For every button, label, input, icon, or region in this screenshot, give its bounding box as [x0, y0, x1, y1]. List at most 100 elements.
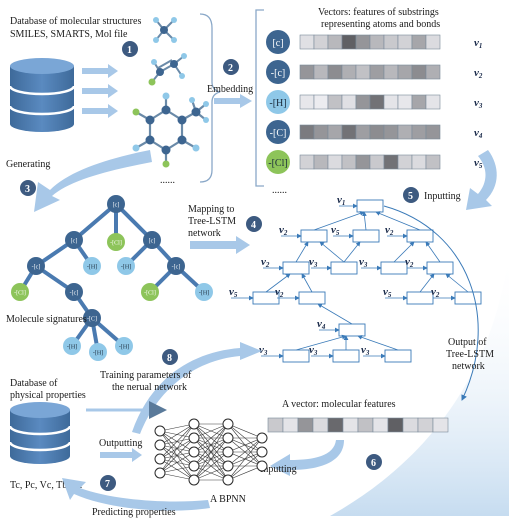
lstm-link — [343, 241, 361, 263]
bpnn-neuron — [188, 460, 200, 472]
vectors-ellipsis: ...... — [272, 185, 287, 196]
step-4-label: 4 — [251, 220, 256, 231]
bpnn-neuron — [222, 460, 234, 472]
bpnn-network — [154, 418, 268, 486]
bpnn-neuron — [256, 446, 268, 458]
lstm-link — [317, 303, 353, 325]
bpnn-neuron — [188, 474, 200, 486]
signature-node-label: -[Cl] — [14, 291, 26, 297]
outputting-arrow — [100, 448, 142, 462]
substring-row: -[H]v3 — [266, 90, 483, 114]
signature-node-label: -[H] — [87, 265, 97, 271]
bpnn-neuron — [256, 432, 268, 444]
molecules-ellipsis: ...... — [160, 175, 175, 186]
signature-node: -[H] — [115, 337, 133, 355]
feature-cell — [342, 417, 359, 433]
lstm-link — [357, 335, 399, 351]
bpnn-neuron — [222, 432, 234, 444]
signature-node-label: -[Cl] — [144, 291, 156, 297]
vector-cell — [425, 124, 441, 140]
molecule-benzene — [132, 92, 209, 168]
lstm-input-label: v5 — [331, 224, 340, 237]
vector-cell — [299, 34, 315, 50]
vector-cell — [355, 94, 371, 110]
vector-cell — [299, 64, 315, 80]
bpnn-neuron — [222, 446, 234, 458]
lstm-link — [393, 241, 415, 263]
lstm-link — [301, 273, 313, 293]
signature-node-label: -[c] — [172, 265, 181, 271]
inputting-top-label: Inputting — [424, 191, 461, 202]
lstm-link — [419, 273, 435, 293]
vector-cell — [397, 94, 413, 110]
step-badge-4 — [246, 216, 262, 232]
database-icon-properties — [8, 402, 72, 464]
vector-cell — [327, 154, 343, 170]
lstm-cell — [454, 291, 482, 305]
step-badge-5 — [403, 187, 419, 203]
substring-row: -[Cl] v5 — [266, 150, 483, 174]
bpnn-edge — [159, 451, 195, 474]
vector-cell — [369, 154, 385, 170]
vectors-title-2: representing atoms and bonds — [321, 19, 440, 30]
lstm-input-label: v2 — [275, 286, 284, 299]
vector-cell — [369, 124, 385, 140]
substring-vector-list: [c]v1-[c]v2-[H]v3-[C]v4-[Cl]v5 — [266, 30, 483, 174]
feature-cell — [417, 417, 434, 433]
substring-node — [266, 30, 290, 54]
vector-cell — [369, 94, 385, 110]
vector-cell — [299, 154, 315, 170]
molecule-signature-tree: [c][c]-[Cl][c]-[c]-[H]-[H]-[c]-[Cl]-[c]-… — [11, 195, 213, 361]
lstm-link — [362, 211, 367, 231]
vector-cell — [411, 64, 427, 80]
bpnn-edge — [159, 472, 195, 481]
lstm-input-label: v3 — [309, 256, 318, 269]
feature-cell — [267, 417, 284, 433]
lstm-input-label: v2 — [385, 224, 394, 237]
lstm-link — [295, 241, 309, 263]
vector-cell — [355, 64, 371, 80]
lstm-cell — [384, 349, 412, 363]
bpnn-neuron — [154, 425, 166, 437]
lstm-link — [313, 211, 365, 231]
bpnn-edge — [193, 423, 229, 467]
vector-label: v5 — [474, 157, 483, 170]
substring-label: -[c] — [271, 68, 285, 79]
signature-node-label: -[c] — [70, 291, 79, 297]
bpnn-neuron — [154, 467, 166, 479]
bpnn-edge — [193, 437, 229, 481]
bpnn-edge — [227, 423, 263, 439]
bpnn-edge — [159, 423, 195, 460]
mapping-label-3: network — [188, 228, 221, 239]
vector-cell — [341, 124, 357, 140]
molecule-signatures-label: Molecule signatures — [6, 314, 87, 325]
signature-node-label: -[C] — [87, 317, 97, 323]
lstm-output-label-3: network — [452, 361, 485, 372]
bpnn-edge — [159, 423, 195, 432]
vector-cell — [383, 94, 399, 110]
vector-cell — [411, 154, 427, 170]
feature-cell — [387, 417, 404, 433]
lstm-cell — [356, 199, 384, 213]
vector-label: v3 — [474, 97, 483, 110]
db-props-title-1: Database of — [10, 378, 58, 389]
signature-node: -[H] — [117, 257, 135, 275]
mapping-arrow — [190, 236, 250, 254]
lstm-input-label: v3 — [259, 344, 268, 357]
signature-node-label: -[H] — [121, 265, 131, 271]
bpnn-neuron — [256, 460, 268, 472]
lstm-link — [295, 334, 347, 351]
embedding-label: Embedding — [207, 84, 253, 95]
vector-cell — [327, 34, 343, 50]
bpnn-edge — [227, 465, 263, 481]
lstm-input-label: v4 — [317, 318, 326, 331]
vectors-title-1: Vectors: features of substrings — [318, 7, 439, 18]
substring-node — [266, 120, 290, 144]
lstm-cell — [352, 229, 380, 243]
substring-label: -[Cl] — [268, 158, 287, 169]
vector-label: v1 — [474, 37, 482, 50]
training-label-1: Training parameters of — [100, 370, 192, 381]
bpnn-edge — [159, 423, 195, 474]
training-arrow — [132, 342, 262, 434]
